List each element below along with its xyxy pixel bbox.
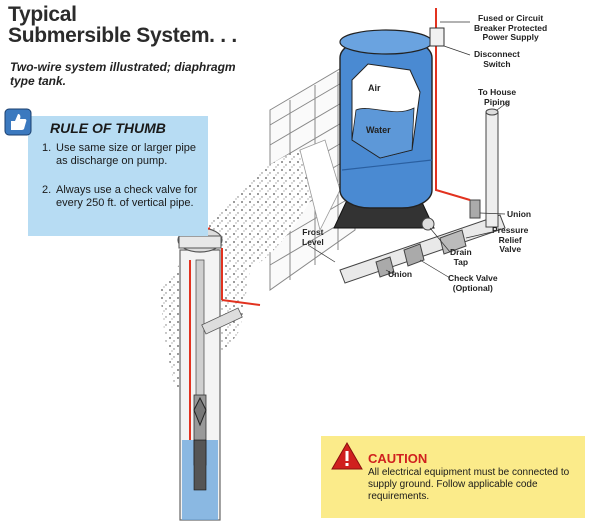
callout-disconnect-switch: Disconnect Switch	[474, 49, 520, 69]
callout-line: Valve	[499, 244, 522, 254]
callout-union-right: Union	[507, 209, 532, 219]
rule-number: 1.	[42, 142, 52, 154]
callout-pressure-relief-valve: Pressure Relief Valve	[492, 225, 529, 255]
thumbs-up-icon	[4, 108, 32, 136]
warning-triangle-icon	[331, 441, 363, 470]
callout-drain-tap: Drain Tap	[450, 247, 472, 267]
rule-of-thumb-heading: RULE OF THUMB	[50, 120, 166, 136]
caution-heading: CAUTION	[368, 451, 428, 466]
callout-line: Power Supply	[482, 32, 539, 42]
title-line-2: Submersible System. . .	[8, 24, 237, 47]
callout-line: Fused or Circuit	[478, 13, 544, 23]
disconnect-switch-box	[429, 27, 445, 47]
callout-line: Switch	[483, 58, 511, 69]
callout-union-bottom: Union	[388, 269, 413, 279]
callout-line: Drain	[450, 247, 472, 257]
pressure-tank	[333, 29, 435, 229]
callout-check-valve: Check Valve (Optional)	[448, 273, 498, 293]
callout-line: Relief	[498, 234, 522, 245]
title-line-1: Typical	[8, 3, 77, 26]
callout-line: (Optional)	[452, 282, 493, 293]
rule-number: 2.	[42, 184, 52, 196]
page-title: Typical Submersible System. . .	[8, 4, 237, 46]
rule-text: Always use a check valve for every 250 f…	[56, 184, 198, 209]
callout-line: Pressure	[492, 225, 529, 235]
callout-line: To House	[478, 87, 517, 97]
rule-of-thumb-panel	[28, 116, 208, 236]
callout-line: Tap	[453, 256, 469, 267]
callout-power-supply: Fused or Circuit Breaker Protected Power…	[474, 13, 548, 43]
caution-panel	[321, 436, 585, 518]
callout-line: Level	[302, 236, 324, 247]
callout-to-house-piping: To House Piping	[478, 87, 517, 107]
callout-line: Piping	[484, 96, 511, 107]
tank-water-label: Water	[366, 125, 391, 135]
piping	[339, 108, 506, 284]
tank-air-label: Air	[368, 83, 381, 93]
callout-line: Frost	[302, 227, 324, 237]
caution-text: All electrical equipment must be connect…	[368, 467, 570, 502]
subtitle: Two-wire system illustrated; diaphragm t…	[10, 60, 236, 88]
callout-leaders	[307, 21, 509, 279]
callout-line: Disconnect	[474, 49, 520, 59]
rule-text: Use same size or larger pipe as discharg…	[56, 142, 197, 167]
callout-line: Check Valve	[448, 273, 498, 283]
callout-frost-level: Frost Level	[302, 227, 324, 247]
callout-line: Breaker Protected	[474, 22, 548, 33]
electrical-wire	[199, 8, 471, 306]
